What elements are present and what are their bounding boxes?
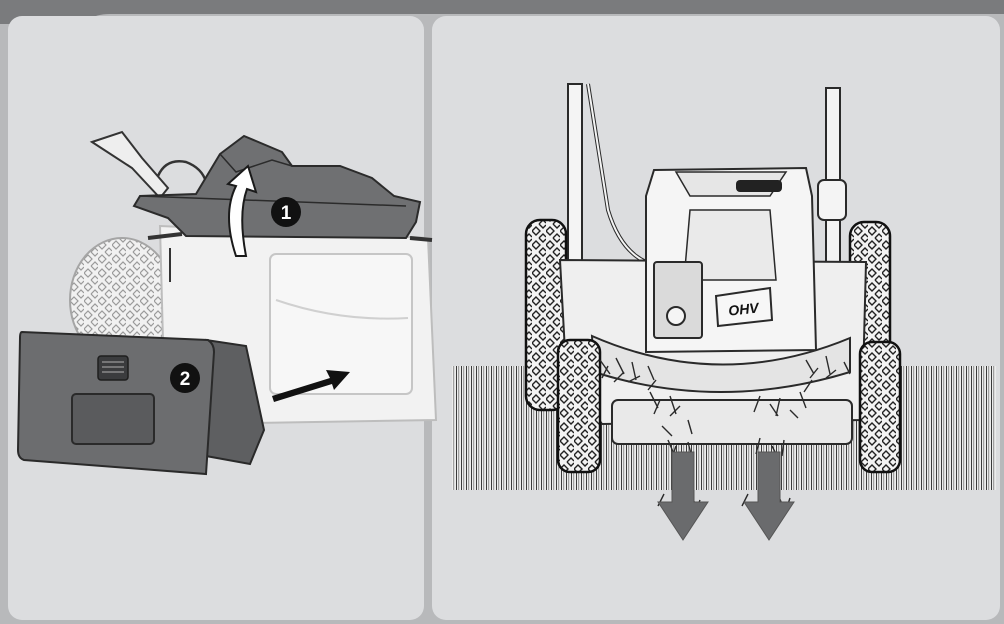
- carburetor: [653, 261, 703, 339]
- engine-badge-plate: [714, 286, 774, 328]
- discharge-opening: [269, 253, 413, 395]
- discharge-arrow-left: [657, 451, 709, 541]
- step-1-badge: [271, 197, 301, 227]
- fuel-cap: [817, 179, 847, 221]
- engine-badge: OHV: [728, 299, 761, 318]
- engine-vent: [736, 180, 782, 192]
- catcher-pocket: [71, 393, 155, 445]
- handle-cable: [156, 160, 208, 183]
- grass-clippings: [599, 355, 851, 511]
- wheel-front-right: [858, 340, 902, 474]
- handle-bar: [89, 130, 170, 200]
- rear-flap: [132, 134, 422, 240]
- insert-arrow: [272, 370, 350, 402]
- axle-spring: [147, 232, 183, 240]
- deck-lip: [590, 334, 851, 393]
- deck-skirt: [611, 399, 853, 445]
- lift-arrow: [225, 164, 258, 257]
- discharge-arrow-right: [743, 451, 795, 541]
- left-illustration: 1 2: [16, 130, 438, 476]
- step-2-badge: [170, 363, 200, 393]
- right-illustration: OHV: [452, 83, 996, 541]
- step-1-label: 1: [281, 203, 292, 224]
- wheel-front-left: [556, 338, 602, 474]
- header-band: [0, 0, 1004, 24]
- step-2-label: 2: [180, 369, 191, 390]
- catcher-handle: [97, 355, 129, 381]
